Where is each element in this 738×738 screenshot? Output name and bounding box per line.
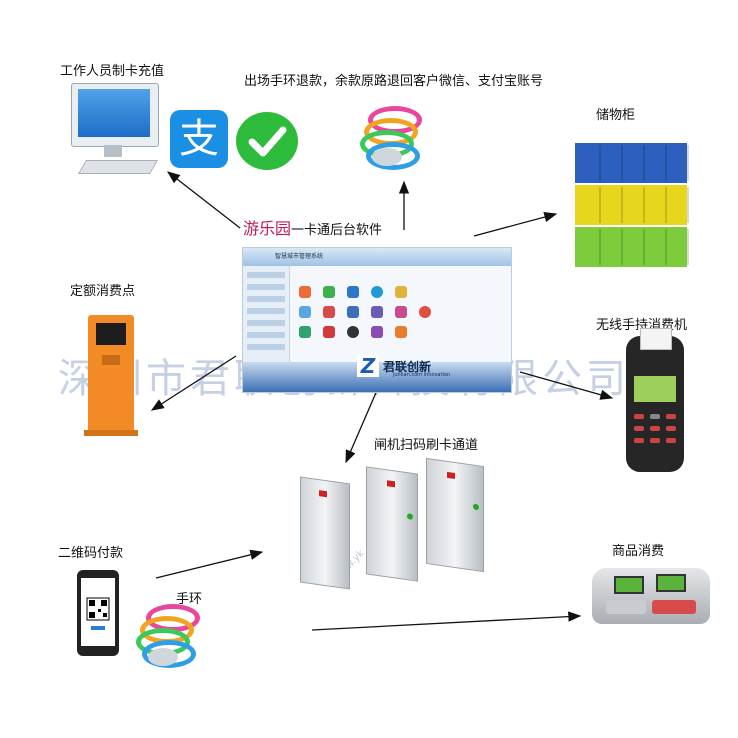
arrow-to-pos [311, 611, 582, 631]
arrow-to-staff [166, 171, 241, 229]
app-icon [323, 286, 335, 298]
software-logo-sub: junlian.com Innovation [393, 372, 451, 378]
desktop-pos-terminal-icon [592, 568, 710, 624]
app-icon [395, 306, 407, 318]
junlian-logo-icon: Z [357, 355, 379, 377]
app-icon [371, 306, 383, 318]
app-icon [299, 326, 311, 338]
arrow-qr-to-gate [155, 549, 264, 579]
label-backend: 游乐园一卡通后台软件 [243, 221, 382, 239]
label-fixed-consumption: 定额消费点 [70, 284, 136, 299]
locker-icon [575, 143, 689, 267]
fixed-consumption-kiosk-icon [88, 315, 134, 433]
app-icon [371, 286, 383, 298]
software-window-title: 智慧城市管理系统 [275, 253, 324, 260]
gate-pillar-icon [426, 457, 484, 573]
label-backend-red: 游乐园 [243, 219, 292, 238]
app-icon [347, 306, 359, 318]
app-icon [371, 326, 383, 338]
keyboard-icon [77, 160, 159, 174]
kiosk-base [84, 430, 138, 436]
app-icon [323, 306, 335, 318]
label-product-consumption: 商品消费 [612, 544, 665, 559]
app-icon [347, 326, 359, 338]
software-sidebar [243, 266, 290, 362]
backend-software-screenshot: 智慧城市管理系统 Z 君联创新 junlian.com Innovation [242, 247, 512, 393]
wristband-stack-icon [134, 600, 206, 674]
label-refund-note: 出场手环退款，余款原路退回客户微信、支付宝账号 [244, 74, 544, 89]
app-icon [347, 286, 359, 298]
monitor-stand [104, 145, 122, 157]
software-logo-name: 君联创新 [383, 360, 432, 374]
label-locker: 储物柜 [596, 108, 636, 123]
label-wristband: 手环 [176, 592, 203, 607]
gate-pillar-icon [300, 476, 350, 590]
computer-monitor-icon [71, 83, 159, 147]
label-gate-channel: 闸机扫码刷卡通道 [374, 438, 479, 453]
label-qr-payment: 二维码付款 [58, 546, 124, 561]
arrow-to-locker [473, 212, 558, 237]
app-icon [395, 326, 407, 338]
arrow-to-gate [345, 387, 379, 464]
phone-qr-code-icon [77, 570, 119, 656]
app-icon [395, 286, 407, 298]
app-icon [323, 326, 335, 338]
app-icon [419, 306, 431, 318]
arrow-to-handheld [519, 371, 614, 400]
wireless-handheld-pos-icon [626, 328, 684, 472]
gate-pillar-icon [366, 466, 418, 582]
alipay-icon: 支 [170, 110, 228, 168]
app-icon [299, 286, 311, 298]
wristband-stack-icon [358, 98, 430, 174]
label-backend-black: 一卡通后台软件 [291, 223, 383, 238]
wechat-icon [236, 112, 298, 170]
arrow-to-kiosk [150, 355, 237, 411]
qr-code-icon [86, 597, 110, 630]
app-icon [299, 306, 311, 318]
label-staff-recharge: 工作人员制卡充值 [60, 64, 165, 79]
